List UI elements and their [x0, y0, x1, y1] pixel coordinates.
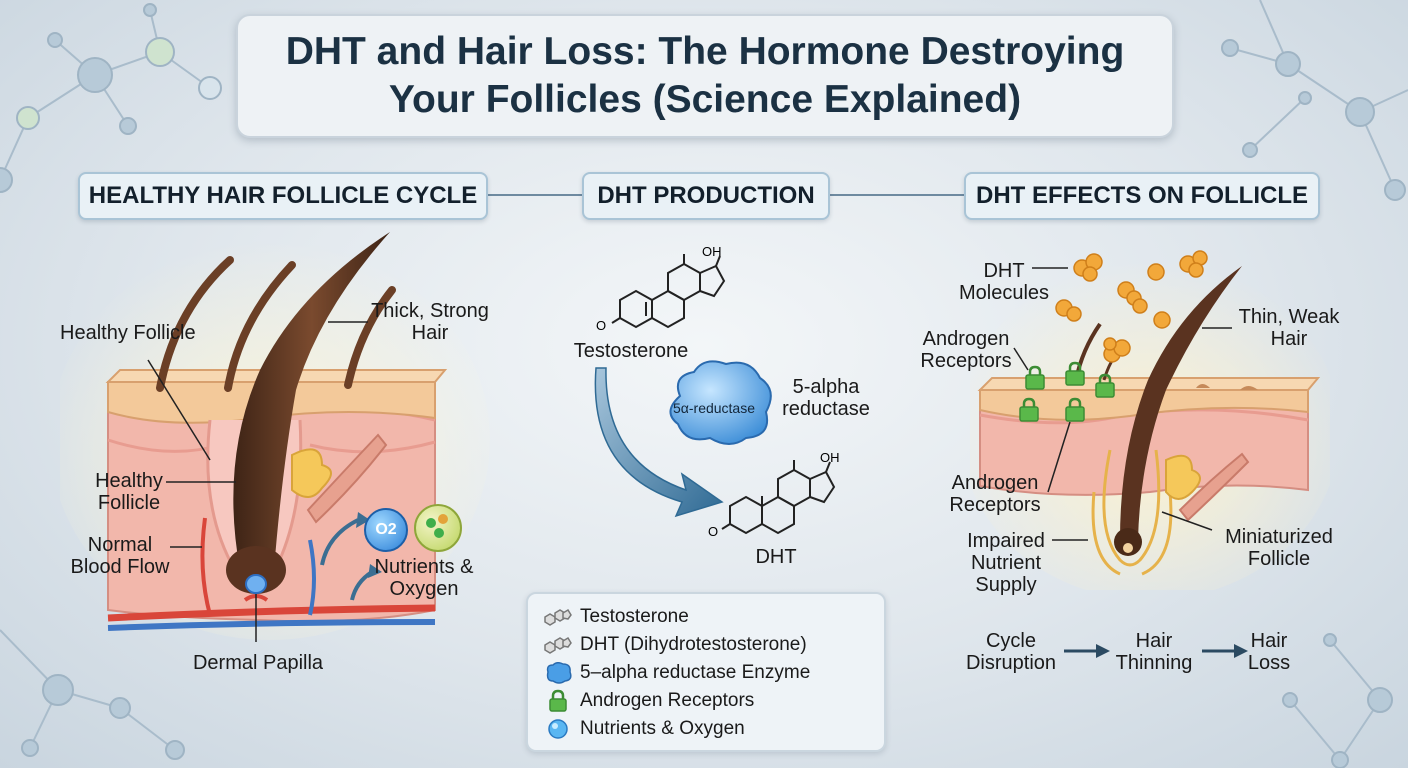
label-thick-strong-hair: Thick, Strong Hair	[371, 300, 489, 344]
header-connector-left	[486, 194, 582, 196]
conversion-arrow-icon	[594, 367, 724, 518]
progression-hair-thinning: Hair Thinning	[1115, 630, 1193, 674]
o-label-2: O	[708, 524, 718, 539]
label-testosterone: Testosterone	[573, 340, 689, 362]
label-nutrients-oxygen: Nutrients & Oxygen	[374, 556, 474, 600]
progression-cycle-disruption: Cycle Disruption	[965, 630, 1057, 674]
dht-structure: O OH	[708, 450, 840, 539]
label-5-alpha-reductase: 5-alpha reductase	[782, 376, 870, 420]
o2-text: O2	[375, 521, 397, 538]
legend-item: Nutrients & Oxygen	[542, 716, 745, 742]
dht-molecules-icon	[1055, 250, 1208, 363]
label-thin-weak-hair: Thin, Weak Hair	[1238, 306, 1340, 350]
progression-arrow-icon	[1202, 644, 1248, 658]
section-header-effects: DHT EFFECTS ON FOLLICLE	[964, 172, 1320, 220]
label-dht-molecules: DHT Molecules	[958, 260, 1050, 304]
enzyme-tag-label: 5α-reductase	[672, 400, 756, 416]
legend-item: Androgen Receptors	[542, 688, 754, 714]
legend-item: DHT (Dihydrotestosterone)	[542, 632, 807, 658]
oh-label-1: OH	[702, 244, 722, 259]
legend-item: 5–alpha reductase Enzyme	[542, 660, 810, 686]
label-miniaturized-follicle: Miniaturized Follicle	[1225, 526, 1333, 570]
legend-label: Testosterone	[580, 606, 689, 627]
nutrient-bubble-icon	[414, 504, 462, 552]
header-connector-right	[828, 194, 964, 196]
legend-label: 5–alpha reductase Enzyme	[580, 662, 811, 683]
section-header-healthy: HEALTHY HAIR FOLLICLE CYCLE	[78, 172, 488, 220]
bubble-icon	[542, 717, 574, 741]
label-dermal-papilla: Dermal Papilla	[192, 652, 324, 674]
label-healthy-follicle-mid: Healthy Follicle	[95, 470, 163, 514]
legend-label: Androgen Receptors	[580, 690, 755, 711]
section-header-production: DHT PRODUCTION	[582, 172, 830, 220]
legend-label: Nutrients & Oxygen	[580, 718, 745, 739]
title-box: DHT and Hair Loss: The Hormone Destroyin…	[236, 14, 1174, 138]
o-label-1: O	[596, 318, 606, 333]
label-healthy-follicle-top: Healthy Follicle	[60, 322, 196, 344]
progression-arrow-icon	[1064, 644, 1110, 658]
label-normal-blood-flow: Normal Blood Flow	[70, 534, 170, 578]
lock-icon	[542, 689, 574, 713]
label-androgen-receptors-mid: Androgen Receptors	[949, 472, 1041, 516]
label-dht: DHT	[755, 546, 797, 568]
molecule-icon	[542, 605, 574, 629]
molecule-icon	[542, 633, 574, 657]
progression-hair-loss: Hair Loss	[1247, 630, 1291, 674]
legend-item: Testosterone	[542, 604, 689, 630]
testosterone-structure: O OH	[596, 244, 726, 333]
enzyme-icon	[542, 661, 574, 685]
enzyme-icon	[669, 360, 772, 445]
oh-label-2: OH	[820, 450, 840, 465]
label-impaired-nutrient-supply: Impaired Nutrient Supply	[967, 530, 1045, 596]
page-title: DHT and Hair Loss: The Hormone Destroyin…	[285, 30, 1125, 121]
legend-box: Testosterone DHT (Dihydrotestosterone) 5…	[526, 592, 886, 752]
label-androgen-receptors-top: Androgen Receptors	[920, 328, 1012, 372]
legend-label: DHT (Dihydrotestosterone)	[580, 634, 807, 655]
oxygen-bubble-icon: O2	[364, 508, 408, 552]
damaged-follicle-illustration	[970, 260, 1330, 590]
androgen-receptor-locks-icon	[1019, 361, 1115, 422]
